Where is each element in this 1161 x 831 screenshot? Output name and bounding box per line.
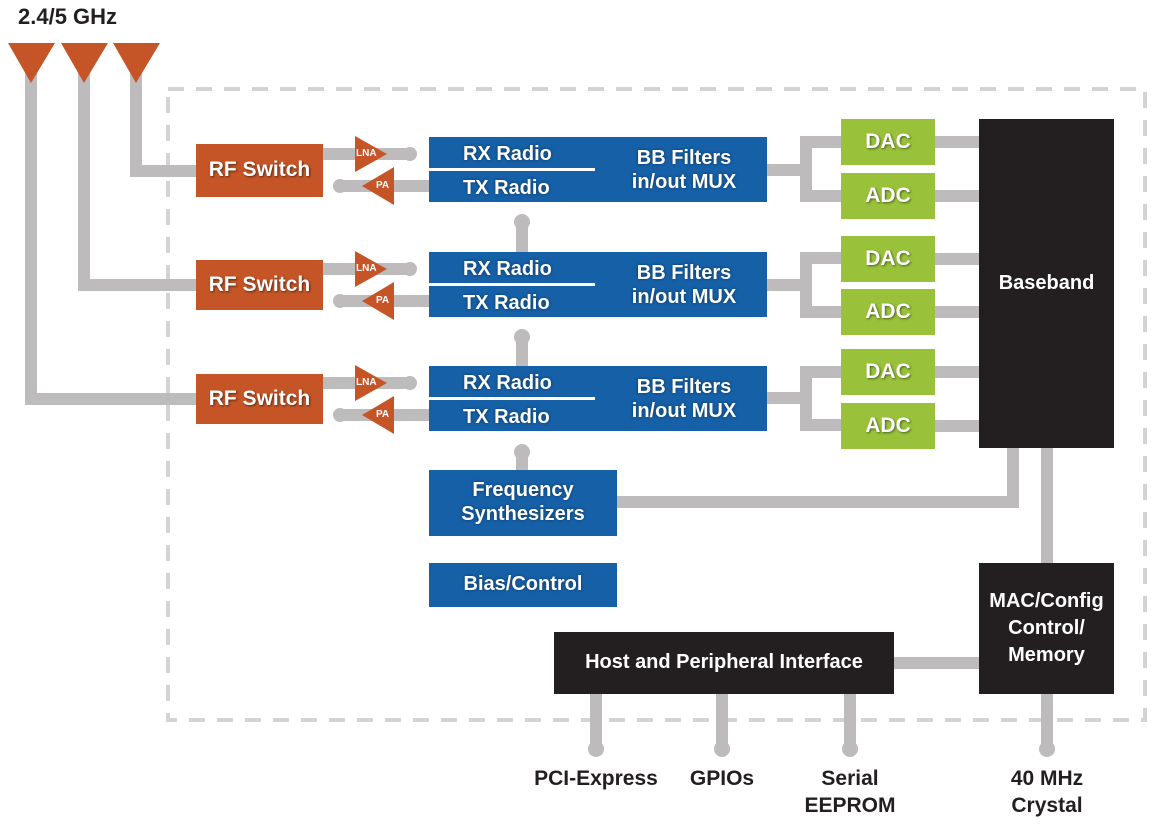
tx-radio-label-2: TX Radio <box>463 292 550 314</box>
bb-fork-3b <box>800 366 842 431</box>
gpio-label: GPIOs <box>689 767 755 790</box>
lna-node-2 <box>403 262 417 276</box>
pa-amplifier-icon-2 <box>362 282 394 320</box>
adc-3: ADC <box>841 403 935 449</box>
pa-amplifier-icon-3 <box>362 396 394 434</box>
mac-config-memory: MAC/Config Control/ Memory <box>979 563 1114 694</box>
pcie-label: PCI-Express <box>534 767 658 790</box>
bias-control: Bias/Control <box>429 563 617 607</box>
dac-2: DAC <box>841 236 935 282</box>
pa-node-2 <box>333 294 347 308</box>
bb-fork-1b <box>800 136 842 202</box>
lna-amplifier-icon-2 <box>355 251 387 287</box>
bb-filters-2: BB Filters in/out MUX <box>609 261 759 309</box>
bb-filters-line1: BB Filters <box>636 376 732 398</box>
eeprom-label: Serial EEPROM <box>790 765 910 820</box>
lna-node-1 <box>403 147 417 161</box>
bb-filters-line2: in/out MUX <box>631 400 737 422</box>
host-peripheral-interface: Host and Peripheral Interface <box>554 632 894 694</box>
antenna-icon-3 <box>113 43 160 83</box>
lna-node-3 <box>403 376 417 390</box>
stem-node-3 <box>514 444 530 460</box>
eeprom-line1: Serial <box>821 767 879 790</box>
rx-tx-divider-3 <box>429 397 595 400</box>
bb-filters-3: BB Filters in/out MUX <box>609 375 759 423</box>
radio-block-2: RX Radio TX Radio BB Filters in/out MUX <box>429 252 767 317</box>
crystal-pin <box>1039 741 1055 757</box>
freq-synth-line2: Synthesizers <box>461 503 585 525</box>
freq-synth-line1: Frequency <box>472 479 574 502</box>
rf-switch-1: RF Switch <box>196 144 323 197</box>
lna-label-3: LNA <box>356 377 377 388</box>
frequency-synthesizers: Frequency Synthesizers <box>429 470 617 536</box>
stem-node-1 <box>514 214 530 230</box>
lna-label-1: LNA <box>356 148 377 159</box>
adc-2: ADC <box>841 289 935 335</box>
rx-tx-divider-1 <box>429 168 595 171</box>
bb-filters-line1: BB Filters <box>636 262 732 284</box>
adc-1: ADC <box>841 173 935 219</box>
stem-node-2 <box>514 329 530 345</box>
dac-3: DAC <box>841 349 935 395</box>
bb-fork-2b <box>800 252 842 318</box>
tx-radio-3: TX Radio <box>429 407 767 427</box>
tx-radio-1: TX Radio <box>429 178 767 198</box>
eeprom-line2: EEPROM <box>804 794 896 818</box>
radio-block-1: RX Radio TX Radio BB Filters in/out MUX <box>429 137 767 202</box>
pa-label-1: PA <box>376 180 390 191</box>
bb-filters-line2: in/out MUX <box>631 286 737 308</box>
bb-filters-line1: BB Filters <box>636 147 732 169</box>
antenna-icon-2 <box>61 43 108 83</box>
pa-label-2: PA <box>376 295 390 306</box>
lna-amplifier-icon-1 <box>355 136 387 172</box>
radio-block-3: RX Radio TX Radio BB Filters in/out MUX <box>429 366 767 431</box>
tx-radio-2: TX Radio <box>429 293 767 313</box>
antenna-wire-3 <box>25 72 200 405</box>
pa-node-1 <box>333 179 347 193</box>
rx-radio-1: RX Radio <box>463 143 552 165</box>
crystal-line1: 40 MHz <box>1010 767 1084 790</box>
mac-line2: Control/ <box>1008 617 1085 639</box>
baseband: Baseband <box>979 119 1114 448</box>
pa-node-3 <box>333 408 347 422</box>
rx-tx-divider-2 <box>429 283 595 286</box>
antenna-wire-1 <box>130 72 200 177</box>
antenna-icon-1 <box>8 43 55 83</box>
bb-filters-1: BB Filters in/out MUX <box>609 146 759 194</box>
mac-line1: MAC/Config <box>989 590 1104 612</box>
pa-amplifier-icon-1 <box>362 167 394 205</box>
antenna-wire-2 <box>78 72 200 291</box>
synth-bb-wire <box>614 446 1019 508</box>
rf-switch-3: RF Switch <box>196 374 323 424</box>
gpio-pin <box>714 741 730 757</box>
rx-radio-2: RX Radio <box>463 258 552 280</box>
bb-filters-line2: in/out MUX <box>631 171 737 193</box>
dac-1: DAC <box>841 119 935 165</box>
chip-boundary <box>166 87 1147 722</box>
tx-radio-label-3: TX Radio <box>463 406 550 428</box>
lna-label-2: LNA <box>356 263 377 274</box>
rx-radio-3: RX Radio <box>463 372 552 394</box>
mac-line3: Memory <box>1008 644 1085 666</box>
antenna-label: 2.4/5 GHz <box>18 4 118 29</box>
crystal-label: 40 MHz Crystal <box>987 765 1107 820</box>
tx-radio-label-1: TX Radio <box>463 177 550 199</box>
pcie-pin <box>588 741 604 757</box>
eeprom-pin <box>842 741 858 757</box>
lna-amplifier-icon-3 <box>355 365 387 401</box>
pa-label-3: PA <box>376 409 390 420</box>
crystal-line2: Crystal <box>1011 794 1083 818</box>
rf-switch-2: RF Switch <box>196 260 323 310</box>
